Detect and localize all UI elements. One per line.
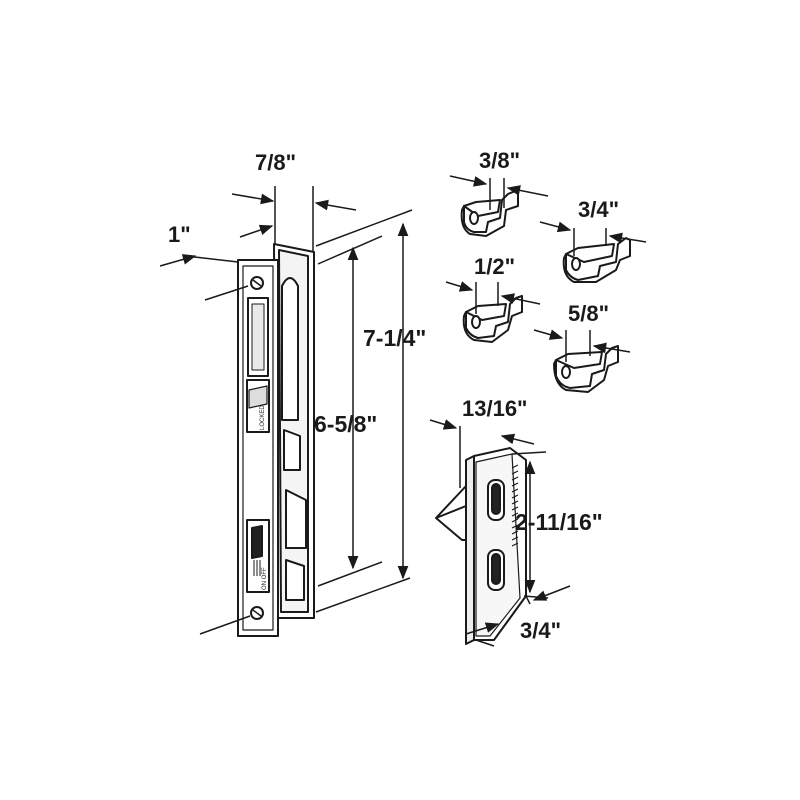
hook-dimensions — [445, 175, 647, 362]
locked-label: LOCKED — [260, 405, 266, 430]
screw-leader-top — [204, 285, 249, 301]
dim-height-inner-label: 6-5/8" — [314, 411, 378, 437]
on-off-label: ON OFF — [262, 567, 268, 590]
dim-width-label: 7/8" — [255, 150, 297, 175]
dim-height-outer-label: 7-1/4" — [363, 325, 427, 351]
hook-3 — [462, 295, 523, 343]
keeper-dimensions — [429, 419, 571, 647]
dim-depth-label: 1" — [168, 222, 191, 247]
hook-1-dim-label: 3/8" — [479, 148, 521, 173]
hook-2-dim-label: 3/4" — [578, 197, 620, 222]
keeper — [435, 447, 527, 645]
screw-leader-bottom — [199, 615, 251, 635]
keeper-width-label: 3/4" — [520, 618, 562, 643]
hook-4-dim-label: 5/8" — [568, 301, 610, 326]
lock-dimensions — [159, 186, 413, 613]
keeper-depth-label: 13/16" — [462, 396, 528, 421]
hook-4 — [553, 345, 619, 393]
hook-3-dim-label: 1/2" — [474, 254, 516, 279]
lock-body — [237, 243, 315, 637]
keeper-height-label: 2-11/16" — [515, 509, 603, 535]
